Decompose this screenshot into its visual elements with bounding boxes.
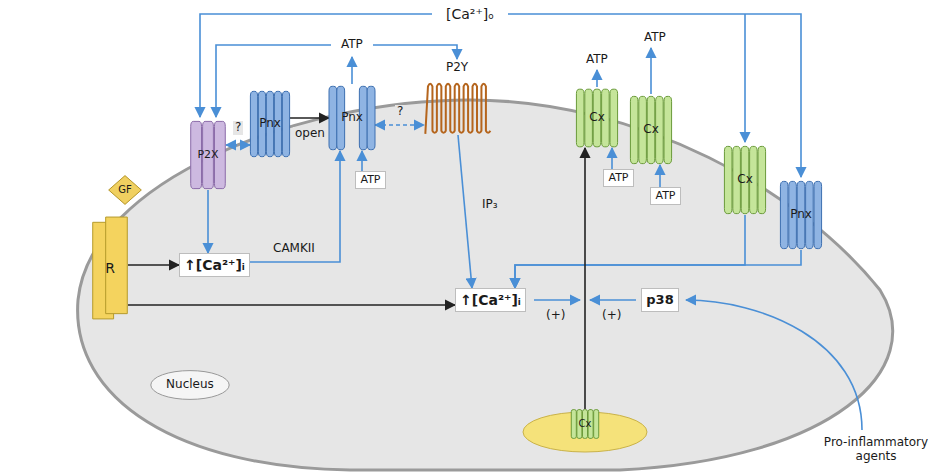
connector-arrow [128,264,179,266]
atp-box: ATP [650,187,681,205]
node-text: ATP [360,174,380,187]
annotation-label: ATP [642,31,668,45]
p2y-receptor: P2Y [424,61,490,135]
node-text: P2Y [446,61,468,75]
node-text: Cx [579,418,592,430]
pannexin-channel: Pnx [780,180,822,250]
connector-arrow [250,151,340,262]
connector-arrow [458,135,472,288]
node-text: R [105,260,115,276]
atp-release-arrow [351,57,353,84]
connexin-channel: Cx [724,145,766,215]
connector-arrow [128,304,455,306]
connector-arrow [361,151,363,171]
node-text: ATP [655,190,675,203]
annotation-label: [Ca²⁺]ₒ [444,6,496,22]
calcium-out-line [200,14,432,117]
node-text: Cx [643,123,658,137]
inflammatory-arrow [686,300,862,430]
node-text: ↑[Ca²⁺]ᵢ [184,257,245,273]
node-text: Nucleus [166,378,214,392]
connector-arrow [515,250,801,288]
pannexin-open: Pnx [329,85,375,151]
calcium-out-line [744,14,746,142]
annotation-label: ATP [584,53,610,67]
atp-box: ATP [355,171,386,189]
node-text: p38 [646,293,673,308]
node-text: ATP [608,172,628,185]
edge-label: IP₃ [480,198,500,212]
node-text: Pnx [790,208,812,222]
nucleus: Nucleus [150,370,230,400]
p2x-channel: P2X [190,120,226,190]
connector-arrow [207,190,209,253]
node-text: Pnx [259,117,281,131]
node-text: ↑[Ca²⁺]ᵢ [460,292,521,308]
connector-arrow [290,117,329,119]
node-text: Pnx [341,111,363,125]
pannexin-channel: Pnx [250,90,290,158]
connector-arrow [515,215,745,288]
connector-arrow [659,165,661,187]
calcium-box: ↑[Ca²⁺]ᵢ [455,288,526,312]
edge-label: ? [395,105,405,119]
node-text: Cx [737,173,752,187]
atp-release-arrow [650,48,652,94]
growth-factor: GF [108,175,142,205]
atp-box: ATP [603,169,634,187]
annotation-label: (+) [544,309,567,323]
annotation-label: Pro-inflammatory agents [815,436,937,464]
plus-arrow [534,299,580,301]
kinase-box: p38 [641,288,679,312]
atp-release-arrow [596,70,598,87]
annotation-label: (+) [600,309,623,323]
edge-label: CAMKII [271,242,317,256]
plus-arrow [590,299,636,301]
edge-label: ? [233,121,243,135]
node-text: Cx [589,111,604,125]
connexin-hemichannel: Cx [571,409,599,439]
atp-signal-line [373,45,457,59]
connector-arrow [611,148,613,169]
node-text: GF [118,184,132,196]
calcium-box: ↑[Ca²⁺]ᵢ [179,253,250,277]
connector-arrow [375,124,424,126]
annotation-label: ATP [339,38,365,52]
edge-label: open [293,127,327,141]
receptor: R [92,216,128,321]
cell-membrane [78,100,893,470]
connector-arrow [226,144,250,146]
connector-arrow [584,148,586,409]
node-text: P2X [197,149,218,162]
connexin-channel: Cx [630,95,672,165]
connexin-channel: Cx [576,88,618,148]
p2y-shape [424,81,490,135]
